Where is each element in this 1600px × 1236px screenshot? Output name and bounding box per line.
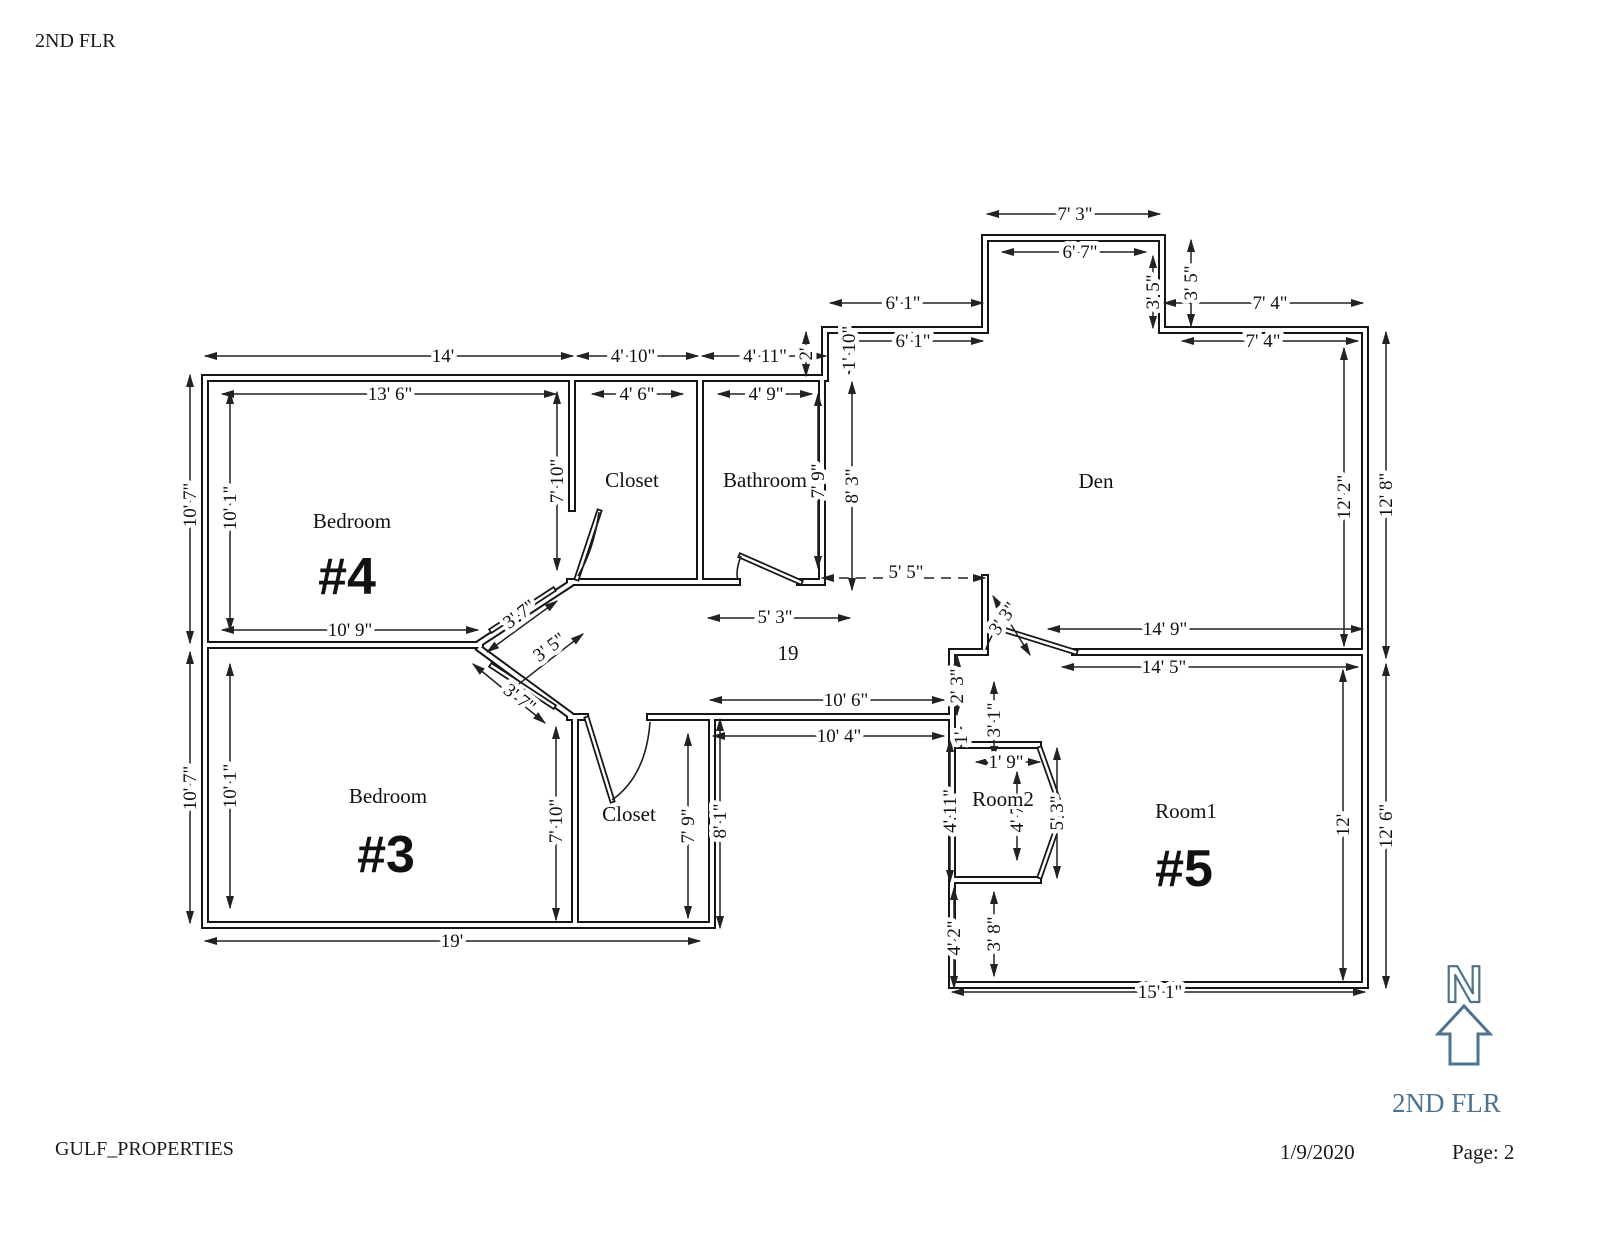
room-name-label: Room1	[1155, 799, 1217, 823]
dimension-label: 4' 11"	[743, 346, 787, 367]
dimension-label: 3' 5"	[1181, 266, 1202, 301]
room-name-label: Bedroom	[349, 784, 427, 808]
dimension-label: 14' 5"	[1142, 657, 1186, 678]
dimension-label: 4' 7"	[1007, 798, 1028, 833]
footer-page-number: Page: 2	[1452, 1140, 1515, 1164]
room-name-label: Den	[1079, 469, 1114, 493]
compass-floor-label: 2ND FLR	[1392, 1088, 1501, 1118]
door-swing-arc	[736, 555, 742, 581]
dimension-label: 5' 3"	[1047, 796, 1068, 831]
north-compass: N	[1434, 955, 1494, 1066]
dimension-label: 3' 1"	[984, 703, 1005, 738]
room-name-label: Room2	[972, 787, 1034, 811]
dimension-label: 4' 2"	[944, 921, 965, 956]
dimension-label: 12' 2"	[1334, 475, 1355, 519]
dimension-label: 4' 10"	[611, 346, 655, 367]
dimension-label: 10' 6"	[824, 690, 868, 711]
dimension-label: 7' 10"	[546, 799, 567, 843]
room-name-label: Closet	[605, 468, 659, 492]
dimension-label: 4' 9"	[749, 384, 784, 405]
room-number-label: #3	[357, 826, 415, 884]
dimension-label: 5' 5"	[889, 562, 924, 583]
dimension-label: 12' 6"	[1376, 804, 1397, 848]
dimension-label: 12' 8"	[1376, 473, 1397, 517]
dimension-label: 1' 10"	[839, 326, 860, 370]
dimension-label: 5' 3"	[758, 607, 793, 628]
dimension-label: 3' 8"	[984, 917, 1005, 952]
label-layer: 14' 4' 10" 4' 11" 13' 6" 4' 6" 4' 9" 7' 3" 6' 7…	[176, 200, 1402, 1008]
dimension-label: 8' 3"	[842, 469, 863, 504]
dimension-label: 7' 3"	[1058, 204, 1093, 225]
dimension-label: 10' 7"	[180, 483, 201, 527]
north-arrow-icon	[1434, 1003, 1494, 1066]
room-name-label: Closet	[602, 802, 656, 826]
dimension-label: 10' 1"	[220, 486, 241, 530]
dimension-label: 1' 9"	[989, 752, 1024, 773]
dimension-label: 3' 5"	[1143, 275, 1164, 310]
dimension-label: 10' 1"	[220, 764, 241, 808]
dimension-lines	[185, 209, 1391, 997]
dimension-label: 8' 1"	[710, 804, 731, 839]
dimension-label: 7' 10"	[547, 459, 568, 503]
page-title: 2ND FLR	[35, 30, 116, 52]
dimension-label: 1'	[951, 732, 972, 745]
room-name-label: 19	[778, 641, 799, 665]
dimension-label: 15' 1"	[1138, 982, 1182, 1003]
room-number-label: #5	[1155, 840, 1213, 898]
dimension-label: 4' 11"	[940, 789, 961, 833]
dimension-label: 14'	[432, 346, 454, 367]
dimension-label: 6' 7"	[1063, 242, 1098, 263]
room-name-label: Bedroom	[313, 509, 391, 533]
doors	[487, 508, 1079, 880]
dimension-label: 13' 6"	[368, 384, 412, 405]
dimension-label: 12'	[1333, 814, 1354, 836]
dimension-label: 10' 7"	[180, 766, 201, 810]
dimension-label: 7' 9"	[808, 464, 829, 499]
dimension-label: 7' 9"	[678, 809, 699, 844]
dimension-label: 2'	[796, 348, 817, 361]
dimension-label: 4' 6"	[620, 384, 655, 405]
dimension-label: 10' 9"	[328, 620, 372, 641]
dimension-label: 2' 3"	[947, 669, 968, 704]
dimension-label: 7' 4"	[1253, 293, 1288, 314]
footer-company: GULF_PROPERTIES	[55, 1138, 234, 1160]
dimension-label: 6' 1"	[886, 293, 921, 314]
dimension-label: 6' 1"	[896, 331, 931, 352]
dimension-label: 14' 9"	[1143, 619, 1187, 640]
door-swing-arc	[577, 511, 600, 577]
dimension-label: 19'	[441, 931, 463, 952]
footer-date: 1/9/2020	[1280, 1140, 1355, 1164]
room-number-label: #4	[318, 548, 376, 606]
dimension-label: 7' 4"	[1246, 331, 1281, 352]
room-name-label: Bathroom	[723, 468, 807, 492]
dimension-label: 10' 4"	[817, 726, 861, 747]
door-swing-arc	[611, 721, 651, 801]
